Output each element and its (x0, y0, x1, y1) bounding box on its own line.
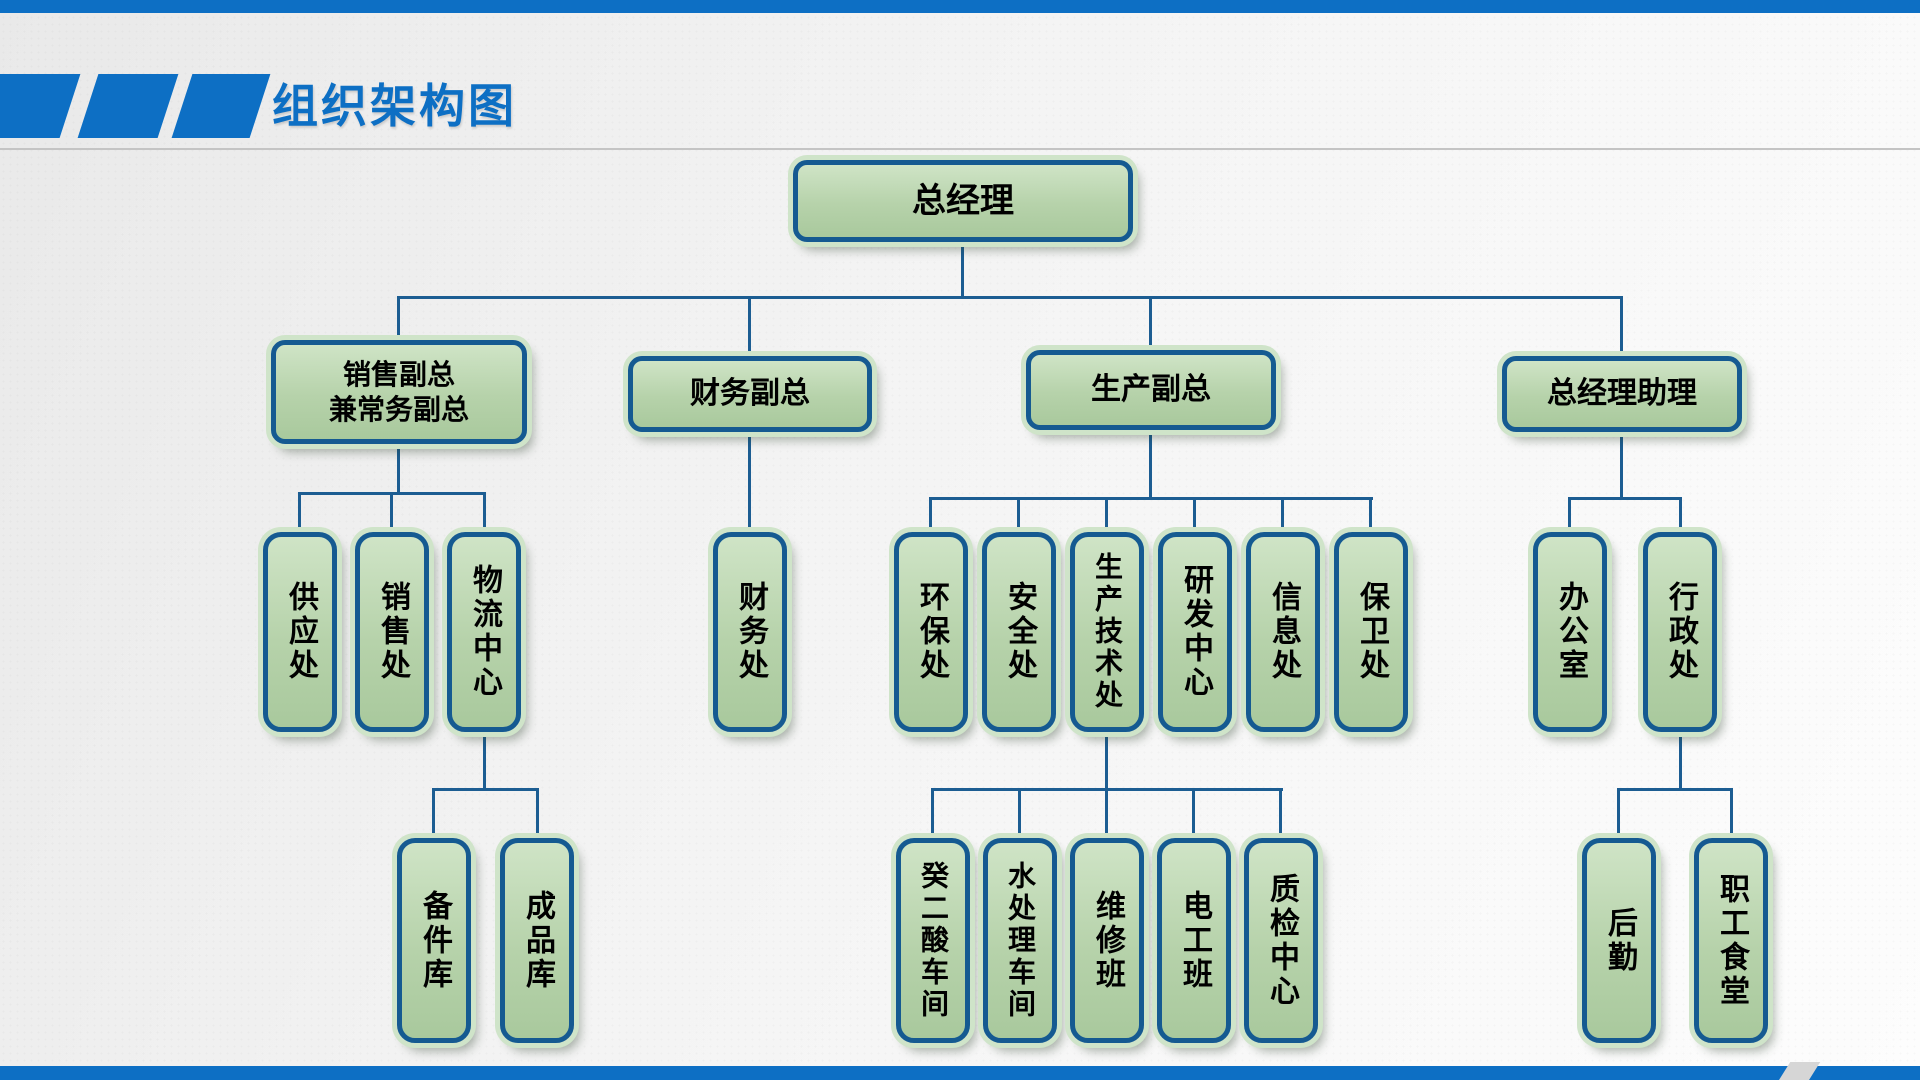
org-node-env-protection: 环保处 (894, 532, 968, 732)
org-node-electrician-team: 电工班 (1157, 838, 1231, 1043)
connector-line (1105, 732, 1108, 790)
org-node-supply: 供应处 (263, 532, 337, 732)
connector-line (483, 492, 486, 534)
connector-line (432, 788, 435, 840)
org-node-gm-assistant: 总经理助理 (1502, 356, 1742, 432)
org-node-finance-vp: 财务副总 (628, 356, 872, 432)
connector-line (1369, 497, 1372, 534)
org-node-sebacic-workshop: 癸二酸车间 (896, 838, 970, 1043)
connector-line (397, 444, 400, 492)
connector-line (1192, 788, 1195, 840)
org-node-sales-dept: 销售处 (355, 532, 429, 732)
connector-line (1679, 497, 1682, 534)
connector-line (1568, 497, 1571, 534)
connector-line (483, 732, 486, 790)
org-node-production-tech: 生产技术处 (1070, 532, 1144, 732)
org-node-finished-goods: 成品库 (500, 838, 574, 1043)
connector-line (1617, 788, 1733, 791)
org-node-maintenance-team: 维修班 (1070, 838, 1144, 1043)
page-title: 组织架构图 (272, 80, 517, 132)
bottom-accent-bar (0, 1066, 1920, 1080)
org-node-spare-parts: 备件库 (397, 838, 471, 1043)
connector-line (1281, 497, 1284, 534)
connector-line (1105, 497, 1108, 534)
connector-line (298, 492, 301, 534)
connector-line (961, 242, 964, 299)
org-node-office: 办公室 (1533, 532, 1607, 732)
connector-line (397, 296, 1623, 299)
connector-line (536, 788, 539, 840)
connector-line (1105, 788, 1108, 840)
connector-line (397, 296, 400, 342)
connector-line (1279, 788, 1282, 840)
connector-line (432, 788, 539, 791)
org-node-admin: 行政处 (1643, 532, 1717, 732)
top-accent-bar (0, 0, 1920, 13)
connector-line (390, 492, 393, 534)
org-node-finance-dept: 财务处 (713, 532, 787, 732)
connector-line (1617, 788, 1620, 840)
connector-line (1149, 430, 1152, 498)
org-node-general-manager: 总经理 (793, 160, 1133, 242)
connector-line (1193, 497, 1196, 534)
org-node-staff-canteen: 职工食堂 (1694, 838, 1768, 1043)
header-stripe-icon (0, 74, 81, 138)
connector-line (1679, 732, 1682, 790)
connector-line (929, 497, 1373, 500)
org-node-logistics-support: 后勤 (1582, 838, 1656, 1043)
connector-line (748, 432, 751, 534)
org-node-rd-center: 研发中心 (1158, 532, 1232, 732)
connector-line (1018, 788, 1021, 840)
org-node-water-treatment: 水处理车间 (983, 838, 1057, 1043)
connector-line (1620, 296, 1623, 358)
org-node-production-vp: 生产副总 (1026, 350, 1276, 430)
header-divider (0, 148, 1920, 150)
connector-line (1149, 296, 1152, 352)
connector-line (748, 296, 751, 358)
org-node-information: 信息处 (1246, 532, 1320, 732)
header-stripe-icon (171, 74, 271, 138)
org-node-quality-center: 质检中心 (1244, 838, 1318, 1043)
connector-line (929, 497, 932, 534)
header-stripe-icon (77, 74, 179, 138)
org-node-safety: 安全处 (982, 532, 1056, 732)
connector-line (1017, 497, 1020, 534)
connector-line (931, 788, 934, 840)
org-node-logistics-center: 物流中心 (447, 532, 521, 732)
connector-line (1620, 432, 1623, 497)
org-node-sales-vp: 销售副总 兼常务副总 (271, 340, 527, 444)
connector-line (1730, 788, 1733, 840)
org-node-security: 保卫处 (1334, 532, 1408, 732)
connector-line (1568, 497, 1682, 500)
